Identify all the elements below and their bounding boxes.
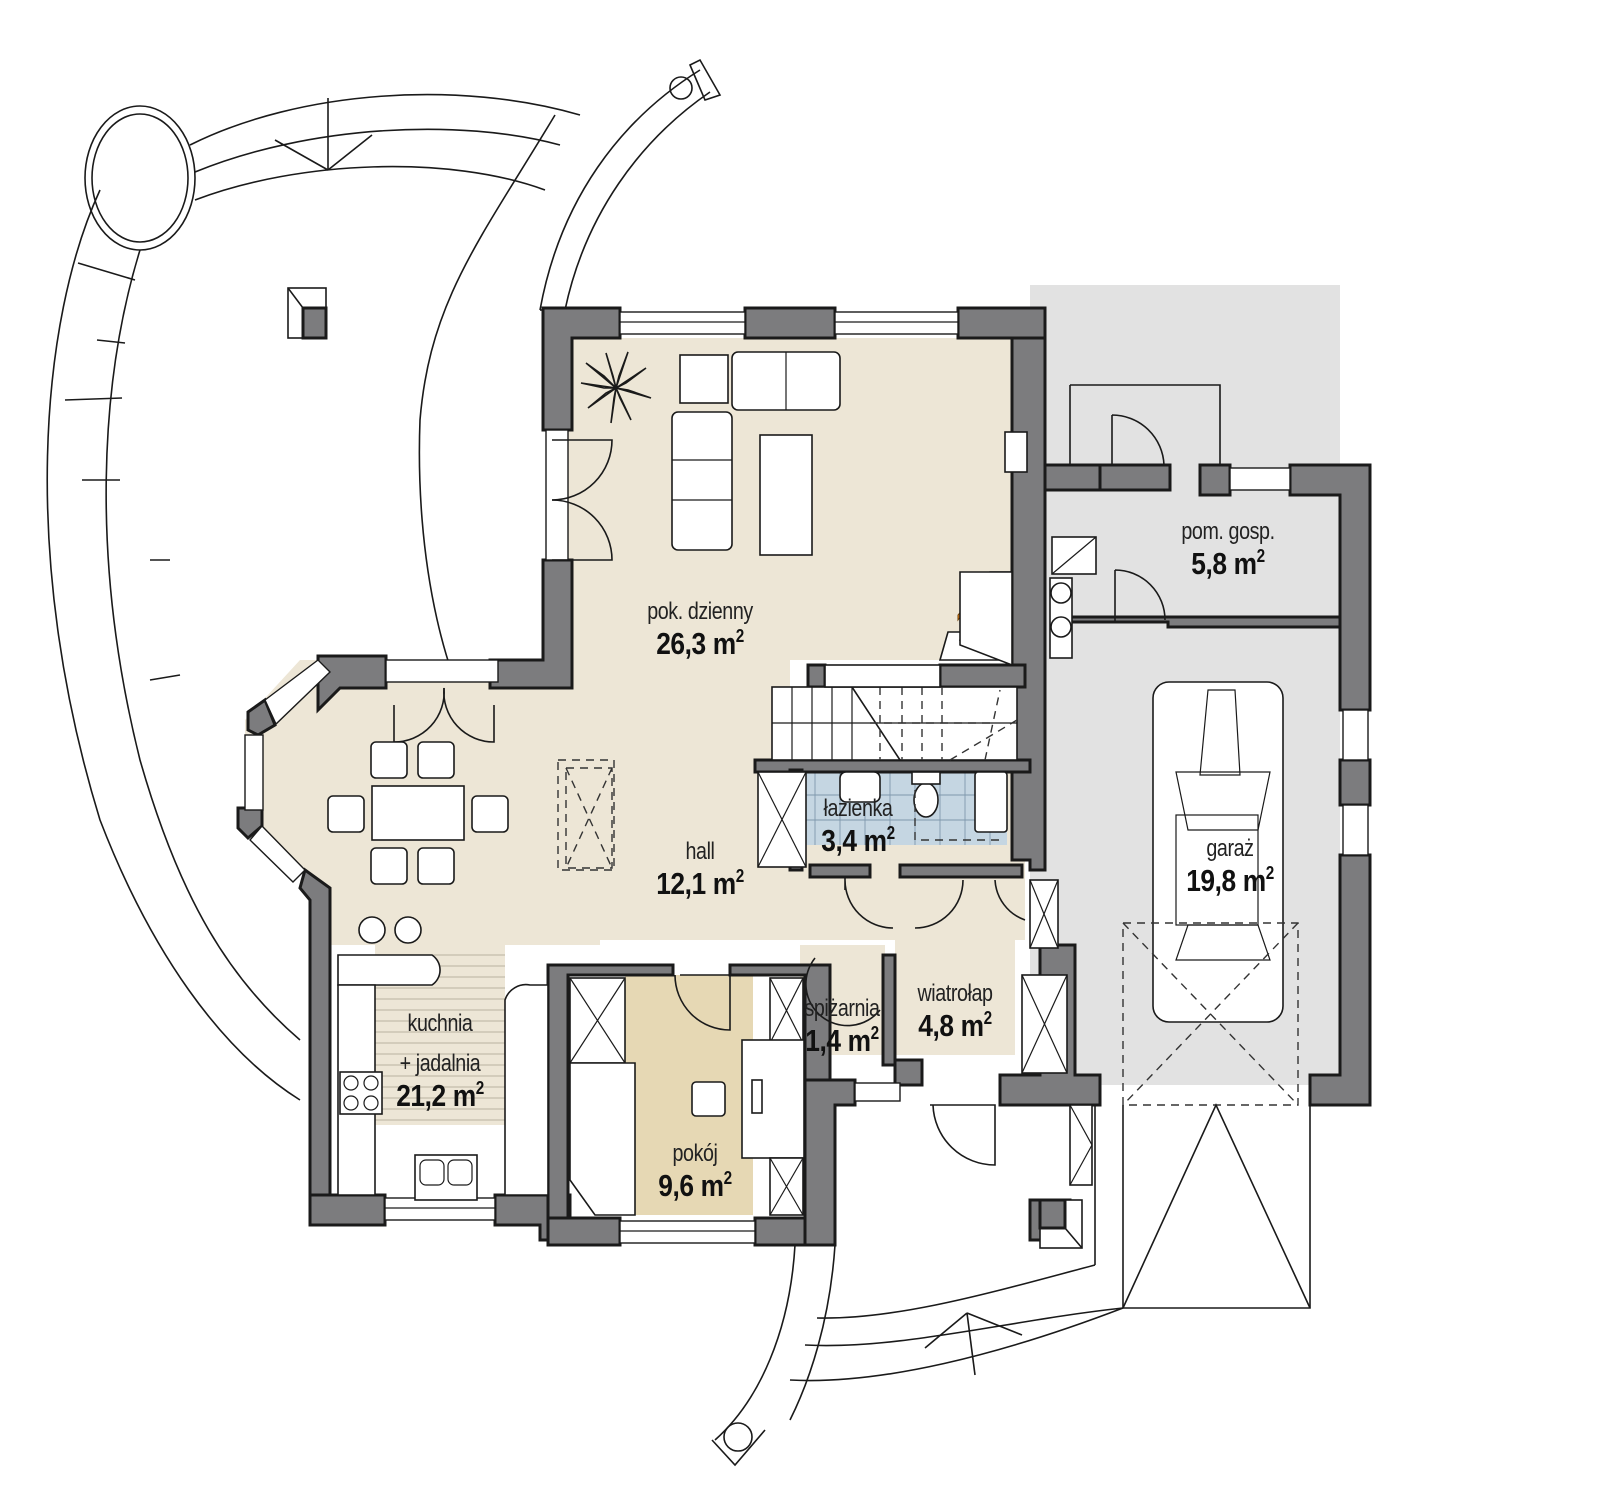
toilet-icon [913, 782, 939, 818]
kitchen-furniture [337, 954, 549, 1201]
plant-icon [580, 351, 652, 424]
coffee-table-icon [759, 434, 813, 556]
dining-table-icon [371, 785, 465, 841]
car-icon [1152, 681, 1284, 1023]
sofa-icon [671, 411, 733, 551]
bathroom-tiles [792, 770, 1007, 845]
round-column-icon [84, 105, 196, 251]
bed-icon [569, 1062, 636, 1216]
entrance-terrace [711, 1104, 1124, 1467]
walls [236, 306, 1372, 1247]
bathroom-fixtures [757, 771, 1008, 868]
staircase [771, 571, 1018, 761]
windows [244, 311, 1369, 1244]
chair-icon [691, 1081, 726, 1117]
dining-furniture [327, 741, 615, 944]
stove-icon [339, 1071, 383, 1115]
garage-furniture [1021, 384, 1311, 1309]
shower-tray-icon [974, 771, 1008, 833]
sink-icon [414, 1154, 478, 1201]
armchair-icon [679, 354, 729, 404]
room-furniture [569, 977, 805, 1216]
washbasin-icon [839, 771, 881, 803]
